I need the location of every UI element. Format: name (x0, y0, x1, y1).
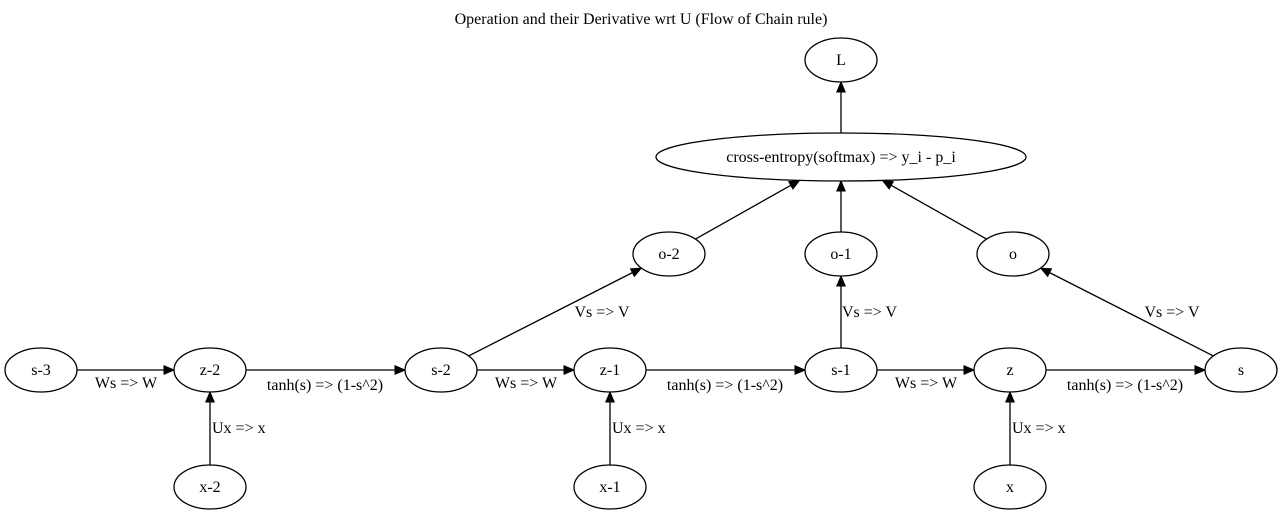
node-shape (173, 347, 247, 393)
node-shape (632, 231, 706, 277)
node-shape (573, 464, 647, 510)
node-label: x-1 (599, 479, 620, 496)
edge-label: tanh(s) => (1-s^2) (267, 377, 383, 394)
node-label: z-2 (200, 362, 220, 379)
node-shape (573, 347, 647, 393)
edge-x1-to-z1: Ux => x (605, 390, 666, 465)
edge-x-to-z: Ux => x (1005, 390, 1066, 465)
node-o: o (976, 231, 1050, 277)
node-label: s-2 (431, 362, 451, 379)
edge-line (468, 272, 633, 357)
node-z2: z-2 (173, 347, 247, 393)
arrowhead-icon (563, 365, 576, 375)
node-label: L (836, 52, 846, 69)
edge-o2-to-ce (695, 179, 801, 240)
edge-z-to-s: tanh(s) => (1-s^2) (1046, 365, 1207, 394)
edge-z2-to-s2: tanh(s) => (1-s^2) (246, 365, 407, 394)
arrowhead-icon (1039, 267, 1053, 278)
node-shape (1204, 347, 1278, 393)
arrowhead-icon (881, 179, 895, 190)
node-shape (173, 464, 247, 510)
edges-layer: Ws => W tanh(s) => (1-s^2) Ws => W tanh(s) … (77, 80, 1214, 465)
arrowhead-icon (787, 179, 801, 190)
node-label: s-3 (31, 362, 51, 379)
node-z1: z-1 (573, 347, 647, 393)
node-o2: o-2 (632, 231, 706, 277)
node-z: z (973, 347, 1047, 393)
edge-label: Ws => W (95, 375, 158, 392)
node-label: x (1006, 479, 1014, 496)
edge-label: Vs => V (574, 304, 630, 321)
arrowhead-icon (163, 365, 176, 375)
edge-label: Vs => V (842, 304, 898, 321)
edge-line (890, 184, 987, 240)
node-shape (973, 347, 1047, 393)
edge-s2-to-o2: Vs => V (468, 267, 643, 357)
arrowhead-icon (794, 365, 807, 375)
edge-o1-to-ce (836, 179, 846, 232)
node-x: x (973, 464, 1047, 510)
node-label: o-2 (658, 246, 679, 263)
arrowhead-icon (205, 390, 215, 403)
edge-label: Ws => W (895, 375, 958, 392)
node-shape (973, 464, 1047, 510)
node-L: L (804, 37, 878, 83)
edge-s-to-o: Vs => V (1039, 267, 1214, 357)
node-label: s (1238, 362, 1244, 379)
node-shape (404, 347, 478, 393)
node-shape (976, 231, 1050, 277)
arrowhead-icon (836, 179, 846, 192)
node-label: o-1 (830, 246, 851, 263)
edge-x2-to-z2: Ux => x (205, 390, 266, 465)
edge-o-to-ce (881, 179, 987, 240)
edge-label: tanh(s) => (1-s^2) (1067, 377, 1183, 394)
edge-z1-to-s1: tanh(s) => (1-s^2) (646, 365, 807, 394)
node-label: o (1009, 246, 1017, 263)
edge-label: Ux => x (1012, 420, 1066, 437)
node-shape (655, 132, 1027, 182)
node-label: s-1 (831, 362, 851, 379)
edge-label: tanh(s) => (1-s^2) (667, 377, 783, 394)
node-ce: cross-entropy(softmax) => y_i - p_i (655, 132, 1027, 182)
arrowhead-icon (605, 390, 615, 403)
node-label: z (1006, 362, 1013, 379)
arrowhead-icon (836, 274, 846, 287)
edge-label: Ux => x (212, 420, 266, 437)
node-o1: o-1 (804, 231, 878, 277)
arrowhead-icon (629, 267, 643, 278)
edge-ce-to-L (836, 80, 846, 133)
node-label: cross-entropy(softmax) => y_i - p_i (726, 149, 956, 166)
node-s2: s-2 (404, 347, 478, 393)
node-shape (804, 231, 878, 277)
arrowhead-icon (1194, 365, 1207, 375)
node-label: z-1 (600, 362, 620, 379)
edge-label: Ws => W (495, 375, 558, 392)
node-shape (804, 347, 878, 393)
edge-line (695, 184, 792, 240)
edge-label: Vs => V (1144, 304, 1200, 321)
edge-line (1049, 272, 1214, 357)
node-s1: s-1 (804, 347, 878, 393)
edge-s1-to-z: Ws => W (877, 365, 976, 392)
arrowhead-icon (1005, 390, 1015, 403)
node-shape (804, 37, 878, 83)
edge-label: Ux => x (612, 420, 666, 437)
edge-s1-to-o1: Vs => V (836, 274, 898, 348)
node-shape (4, 347, 78, 393)
node-x1: x-1 (573, 464, 647, 510)
node-s3: s-3 (4, 347, 78, 393)
node-s: s (1204, 347, 1278, 393)
edge-s2-to-z1: Ws => W (477, 365, 576, 392)
node-label: x-2 (199, 479, 220, 496)
diagram-title: Operation and their Derivative wrt U (Fl… (455, 11, 828, 28)
edge-s3-to-z2: Ws => W (77, 365, 176, 392)
arrowhead-icon (394, 365, 407, 375)
arrowhead-icon (836, 80, 846, 93)
node-x2: x-2 (173, 464, 247, 510)
arrowhead-icon (963, 365, 976, 375)
